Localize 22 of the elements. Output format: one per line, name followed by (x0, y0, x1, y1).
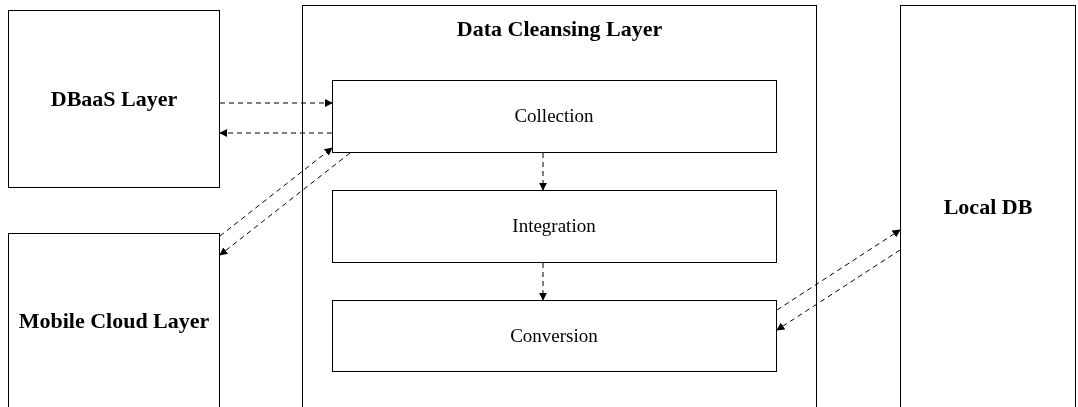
node-label: Conversion (510, 324, 598, 347)
arrow (219, 99, 333, 107)
layer-box (8, 10, 220, 188)
container-box (302, 5, 817, 407)
arrow (539, 262, 547, 301)
node-label: Mobile Cloud Layer (18, 308, 210, 334)
arrow (776, 229, 901, 311)
node-label: Data Cleansing Layer (456, 16, 663, 42)
arrow (219, 129, 333, 137)
arrow (776, 249, 901, 331)
node-label: Integration (512, 215, 596, 237)
node-label: Collection (514, 105, 594, 127)
process-box (331, 299, 777, 372)
process-box (331, 189, 777, 263)
arrow (539, 152, 547, 191)
arrow (219, 152, 351, 256)
node-label: DBaaS Layer (50, 86, 178, 112)
arrow (219, 147, 333, 237)
process-box (331, 79, 777, 153)
layer-box (900, 5, 1076, 407)
layer-box (8, 233, 220, 407)
node-label: Local DB (943, 194, 1033, 220)
